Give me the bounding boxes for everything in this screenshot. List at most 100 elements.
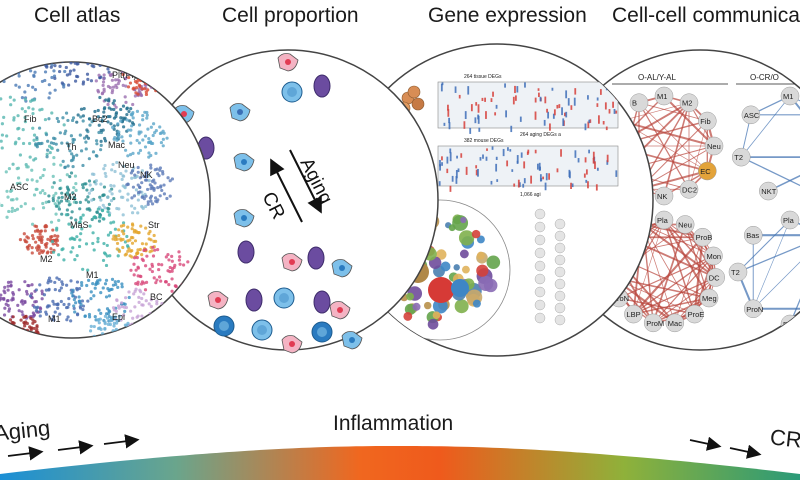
network-node-label: NK (657, 192, 667, 201)
network-node-label: ProB (696, 233, 713, 242)
cell-communication-title: Cell-cell communica (612, 4, 800, 27)
cell-icon (233, 153, 255, 172)
network-node (654, 186, 674, 206)
cell-icon (341, 331, 363, 350)
network-node-label: Bas (746, 231, 759, 240)
atlas-cluster-label: Epi (112, 312, 125, 322)
network-node-label: ProE (688, 310, 705, 319)
cell-atlas-title: Cell atlas (34, 4, 121, 27)
cell-icon (313, 74, 331, 98)
network-node-label: Neu (707, 142, 721, 151)
atlas-cluster-label: Mac (108, 140, 126, 150)
bat-tissue (407, 85, 421, 99)
network-node (706, 268, 725, 287)
network-node-label: ProM (783, 320, 800, 329)
atlas-cluster (18, 223, 60, 256)
inflammation-gradient (0, 446, 800, 480)
cell-icon (251, 319, 273, 341)
bottom-arrow (103, 434, 140, 449)
atlas-cluster-label: Neu (118, 160, 135, 170)
network-node-label: M1 (783, 92, 793, 101)
network-node (693, 227, 712, 247)
bat-footer: 264 aging DEGs a (520, 132, 561, 138)
network-node (732, 147, 751, 167)
network-node (699, 288, 719, 308)
atlas-cluster (28, 276, 90, 323)
network-node-label: T2 (731, 268, 740, 277)
atlas-cluster-label: M2 (64, 192, 77, 202)
network-node (624, 304, 643, 324)
network-node-label: DC (709, 273, 720, 282)
network-node-label: M2 (682, 99, 692, 108)
bat-tissue (411, 97, 425, 111)
cell-icon (273, 287, 295, 309)
atlas-cluster-label: MaS (70, 220, 89, 230)
atlas-cluster-label: Str (148, 220, 160, 230)
network-node (629, 93, 649, 112)
network-node (704, 246, 723, 266)
network-node-label: ProN (612, 294, 629, 303)
bottom-arrow (689, 436, 722, 451)
atlas-cluster-label: B (152, 330, 158, 340)
cell-icon (207, 291, 229, 310)
network-node (665, 313, 685, 333)
network-node-label: Mac (668, 319, 682, 328)
cell-icon (331, 259, 353, 278)
atlas-cluster (131, 328, 159, 338)
cell-icon (311, 321, 333, 343)
atlas-cluster-label: Ec (156, 78, 167, 88)
network-node (728, 262, 748, 282)
network-node-label: NKT (761, 187, 776, 196)
cell-icon (237, 240, 255, 264)
network-node-label: EC (700, 167, 711, 176)
atlas-cluster-label: M2 (40, 254, 53, 264)
network-node (685, 304, 704, 324)
atlas-cluster-label: Th (66, 142, 77, 152)
atlas-cluster-label: M1 (48, 314, 61, 324)
network-node-label: B (632, 99, 637, 108)
network-node (654, 86, 674, 106)
network-node (643, 313, 663, 333)
atlas-cluster-label: M1 (86, 270, 99, 280)
network-node (679, 180, 699, 199)
network-node-label: Pla (783, 216, 795, 225)
network-node (654, 210, 674, 230)
right-header: O-CR/O (750, 73, 779, 82)
network-node-label: Pla (657, 216, 669, 225)
cell-icon (313, 290, 331, 314)
wat-header: 382 mouse DEGs (464, 138, 504, 144)
atlas-cluster-label: BC (150, 292, 163, 302)
atlas-cluster (0, 155, 78, 226)
cell-icon (233, 209, 255, 228)
network-node-label: Mon (706, 252, 721, 261)
expression-heatmap (437, 145, 619, 192)
cell-icon (329, 301, 351, 320)
atlas-cluster-label: Plt(Pl) (112, 70, 137, 80)
atlas-cluster (87, 160, 151, 217)
expression-heatmap (437, 81, 619, 134)
network-node-label: ProN (746, 305, 763, 314)
network-node (675, 215, 695, 234)
wat-footer: 1,066 agi (520, 192, 541, 198)
network-node (780, 86, 800, 106)
cell-icon (229, 103, 251, 122)
cell-icon (281, 81, 303, 103)
cell-icon (307, 246, 325, 270)
network-node-label: T2 (734, 153, 743, 162)
network-node (743, 225, 763, 245)
network-node-label: DC2 (682, 185, 697, 194)
expression-columns (534, 208, 566, 326)
atlas-cluster-label: NK (140, 170, 153, 180)
cell-icon (245, 288, 263, 312)
bottom-arrows (7, 434, 762, 461)
network-node (741, 105, 761, 125)
gene-expression-title: Gene expression (428, 4, 587, 27)
atlas-cluster-label: ASC (10, 182, 29, 192)
atlas-cluster (111, 109, 169, 159)
atlas-cluster-label: Ery (58, 22, 72, 32)
network-node-label: Neu (678, 220, 692, 229)
atlas-cluster (129, 245, 190, 293)
